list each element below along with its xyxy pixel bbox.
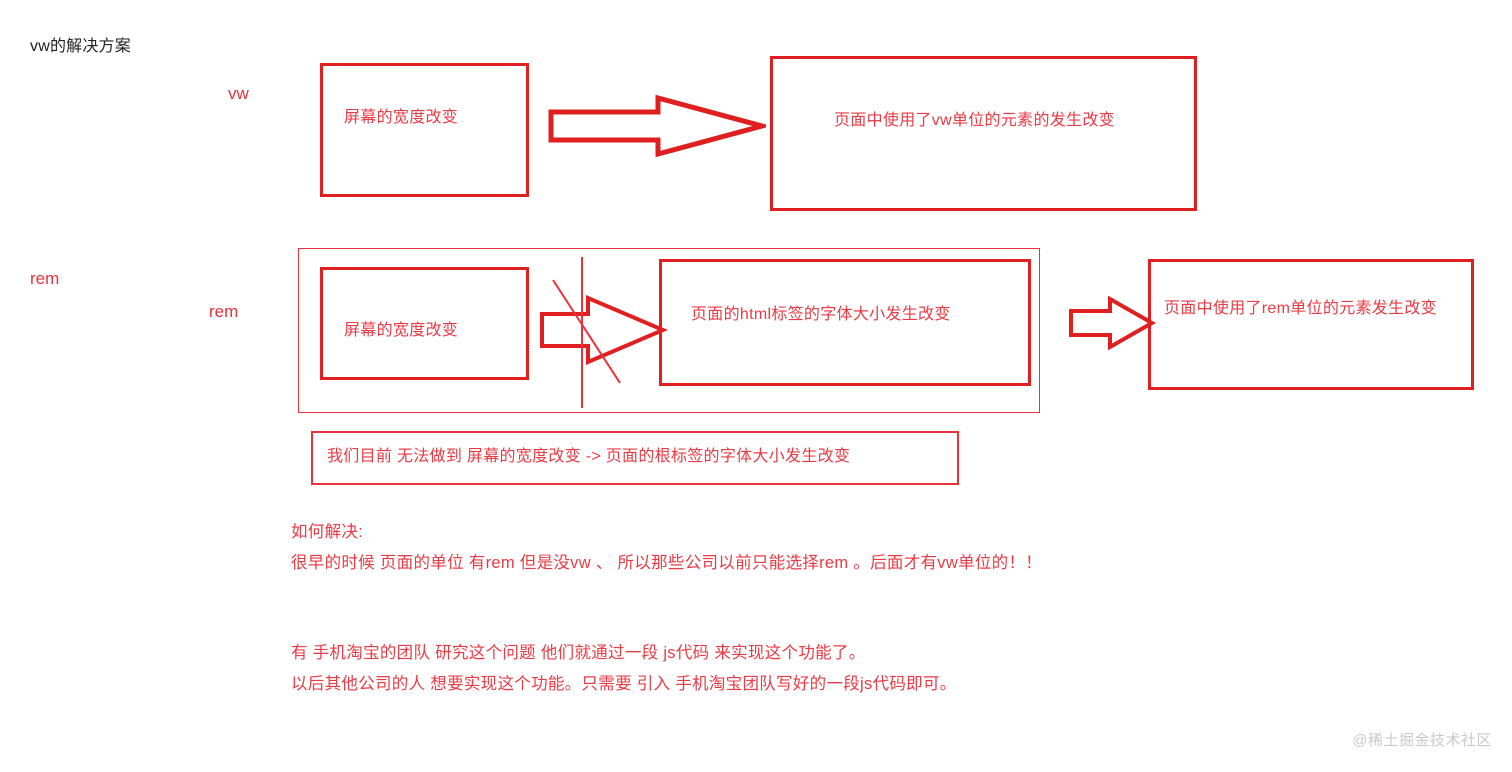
- vw-result-box-label: 页面中使用了vw单位的元素的发生改变: [834, 112, 1115, 129]
- explanation-heading: 如何解决:: [291, 523, 364, 541]
- watermark: @稀土掘金技术社区: [1352, 732, 1492, 749]
- rem-middle-box: 页面的html标签的字体大小发生改变: [659, 259, 1031, 386]
- vw-flow-arrow-icon: [548, 95, 766, 157]
- limitation-note-box: 我们目前 无法做到 屏幕的宽度改变 -> 页面的根标签的字体大小发生改变: [311, 431, 959, 485]
- rem-result-box: 页面中使用了rem单位的元素发生改变: [1148, 259, 1474, 390]
- rem-section-label: rem: [30, 269, 60, 288]
- rem-group-container: [298, 248, 1040, 413]
- vw-row-label: vw: [228, 84, 249, 103]
- rem-middle-box-label: 页面的html标签的字体大小发生改变: [691, 306, 951, 323]
- explanation-line-2: 有 手机淘宝的团队 研究这个问题 他们就通过一段 js代码 来实现这个功能了。: [291, 644, 866, 662]
- rem-result-box-label: 页面中使用了rem单位的元素发生改变: [1164, 300, 1437, 317]
- page-title: vw的解决方案: [30, 38, 131, 55]
- explanation-line-3: 以后其他公司的人 想要实现这个功能。只需要 引入 手机淘宝团队写好的一段js代码…: [291, 675, 957, 693]
- limitation-note-text: 我们目前 无法做到 屏幕的宽度改变 -> 页面的根标签的字体大小发生改变: [327, 448, 851, 465]
- rem-row-label: rem: [209, 302, 239, 321]
- rem-blocked-arrow-crossed-icon: [538, 250, 673, 410]
- vw-result-box: 页面中使用了vw单位的元素的发生改变: [770, 56, 1197, 211]
- vw-source-box-label: 屏幕的宽度改变: [344, 109, 459, 126]
- explanation-line-1: 很早的时候 页面的单位 有rem 但是没vw 、 所以那些公司以前只能选择rem…: [291, 554, 1043, 572]
- vw-source-box: 屏幕的宽度改变: [320, 63, 529, 197]
- rem-source-box-label: 屏幕的宽度改变: [344, 322, 459, 339]
- rem-source-box: 屏幕的宽度改变: [320, 267, 529, 380]
- rem-flow-arrow-icon: [1068, 296, 1156, 350]
